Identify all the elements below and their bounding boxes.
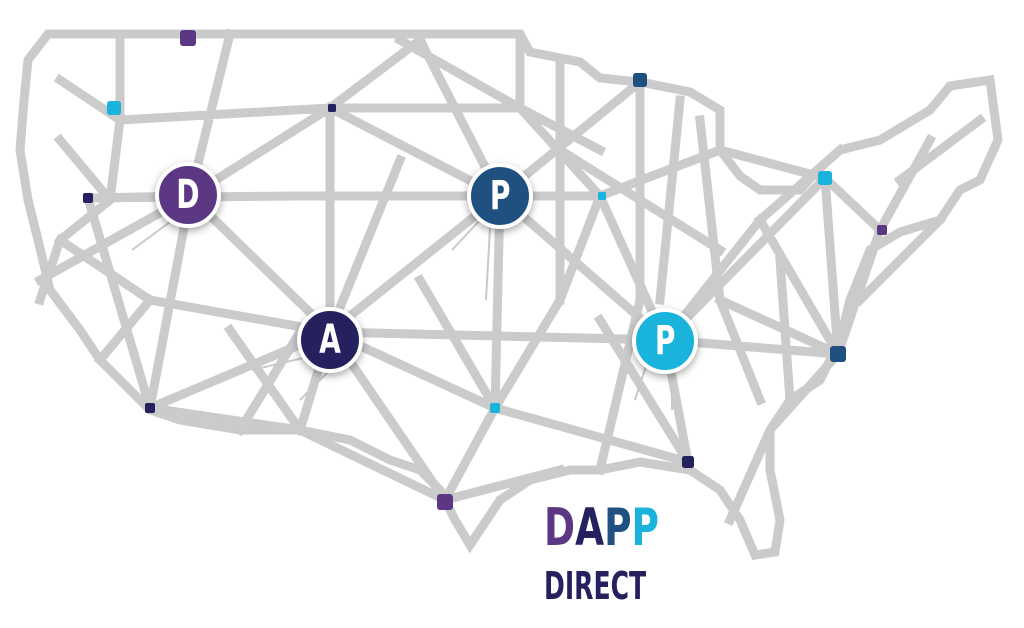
hub-node-d: D bbox=[155, 162, 221, 228]
logo-letter-d: D bbox=[544, 498, 576, 558]
location-marker bbox=[818, 171, 832, 185]
logo-letter-p2: P bbox=[631, 498, 659, 558]
location-marker bbox=[633, 73, 647, 87]
hub-node-p-east: P bbox=[632, 308, 698, 374]
logo-letter-a: A bbox=[575, 498, 605, 558]
location-marker bbox=[180, 30, 196, 46]
location-marker bbox=[877, 225, 887, 235]
connector-d bbox=[131, 221, 171, 251]
location-marker bbox=[437, 494, 453, 510]
hub-node-p-north: P bbox=[467, 163, 533, 229]
location-marker bbox=[490, 403, 500, 413]
logo-letter-p1: P bbox=[604, 498, 632, 558]
hub-node-p-north-letter: P bbox=[489, 173, 511, 219]
hub-node-p-east-letter: P bbox=[654, 318, 676, 364]
dapp-direct-logo: DAPP DIRECT bbox=[544, 496, 694, 612]
connector-p1 bbox=[451, 219, 491, 301]
location-marker bbox=[107, 101, 121, 115]
hub-node-a: A bbox=[297, 307, 363, 373]
location-marker bbox=[328, 104, 336, 112]
location-markers bbox=[83, 30, 887, 510]
location-marker bbox=[598, 192, 606, 200]
location-marker bbox=[145, 403, 155, 413]
hub-node-d-letter: D bbox=[176, 172, 200, 218]
location-marker bbox=[830, 346, 846, 362]
network-paths bbox=[33, 28, 987, 526]
country-outline bbox=[15, 29, 1003, 560]
logo-subtitle: DIRECT bbox=[544, 564, 647, 608]
road-network-lines bbox=[15, 28, 1003, 560]
hub-node-a-letter: A bbox=[319, 317, 341, 363]
logo-wordmark: DAPP bbox=[544, 496, 659, 560]
location-marker bbox=[83, 193, 93, 203]
location-marker bbox=[682, 456, 694, 468]
